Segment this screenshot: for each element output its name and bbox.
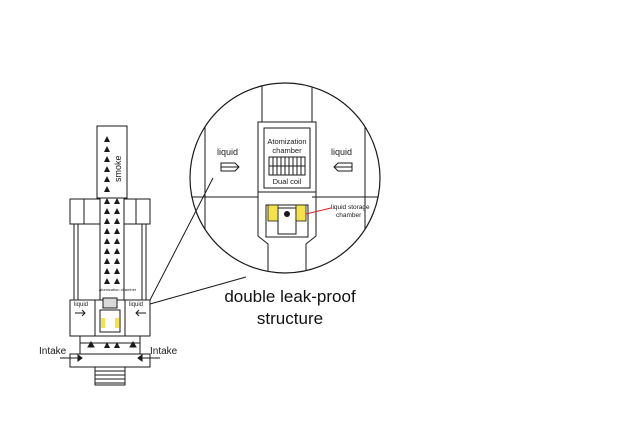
storage-label-2: chamber bbox=[336, 212, 362, 219]
intake-label-right: Intake bbox=[150, 346, 178, 357]
caption: double leak-proof structure bbox=[200, 286, 380, 330]
storage-pointer bbox=[305, 207, 332, 215]
intake-label-left: Intake bbox=[39, 346, 67, 357]
liquid-label-zoom-left: liquid bbox=[217, 147, 238, 157]
storage-fill-small bbox=[101, 318, 105, 328]
zoom-circle bbox=[189, 82, 381, 274]
drip-tip bbox=[96, 125, 128, 199]
storage-label-1: liquid storage bbox=[331, 204, 370, 211]
zoom-liquid-arrows bbox=[220, 162, 353, 172]
zoom-connector-lines bbox=[149, 177, 247, 305]
smoke-label: smoke bbox=[113, 155, 123, 182]
liquid-storage-fill bbox=[267, 204, 307, 222]
air-hole bbox=[284, 211, 290, 217]
intake-arrows bbox=[60, 341, 160, 362]
coil-block bbox=[102, 297, 118, 309]
liquid-label-zoom-right: liquid bbox=[331, 147, 352, 157]
liquid-label-small-left: liquid bbox=[74, 302, 88, 308]
atomization-label-zoom-2: chamber bbox=[272, 146, 302, 155]
small-liquid-arrows bbox=[75, 309, 146, 317]
thread-connector bbox=[94, 366, 126, 386]
center-tube bbox=[99, 197, 125, 301]
smoke-arrows bbox=[104, 136, 120, 348]
caption-line-2: structure bbox=[256, 309, 324, 328]
caption-line-1: double leak-proof bbox=[224, 287, 356, 306]
dual-coil-label: Dual coil bbox=[273, 177, 302, 186]
liquid-label-small-right: liquid bbox=[129, 302, 143, 308]
atomizer-tank bbox=[69, 125, 151, 386]
atomization-label-zoom-1: Atomization bbox=[267, 137, 306, 146]
dual-coil-graphic bbox=[268, 156, 306, 176]
base-plate bbox=[69, 353, 151, 368]
atomization-label-small: atomization chamber bbox=[99, 287, 137, 292]
